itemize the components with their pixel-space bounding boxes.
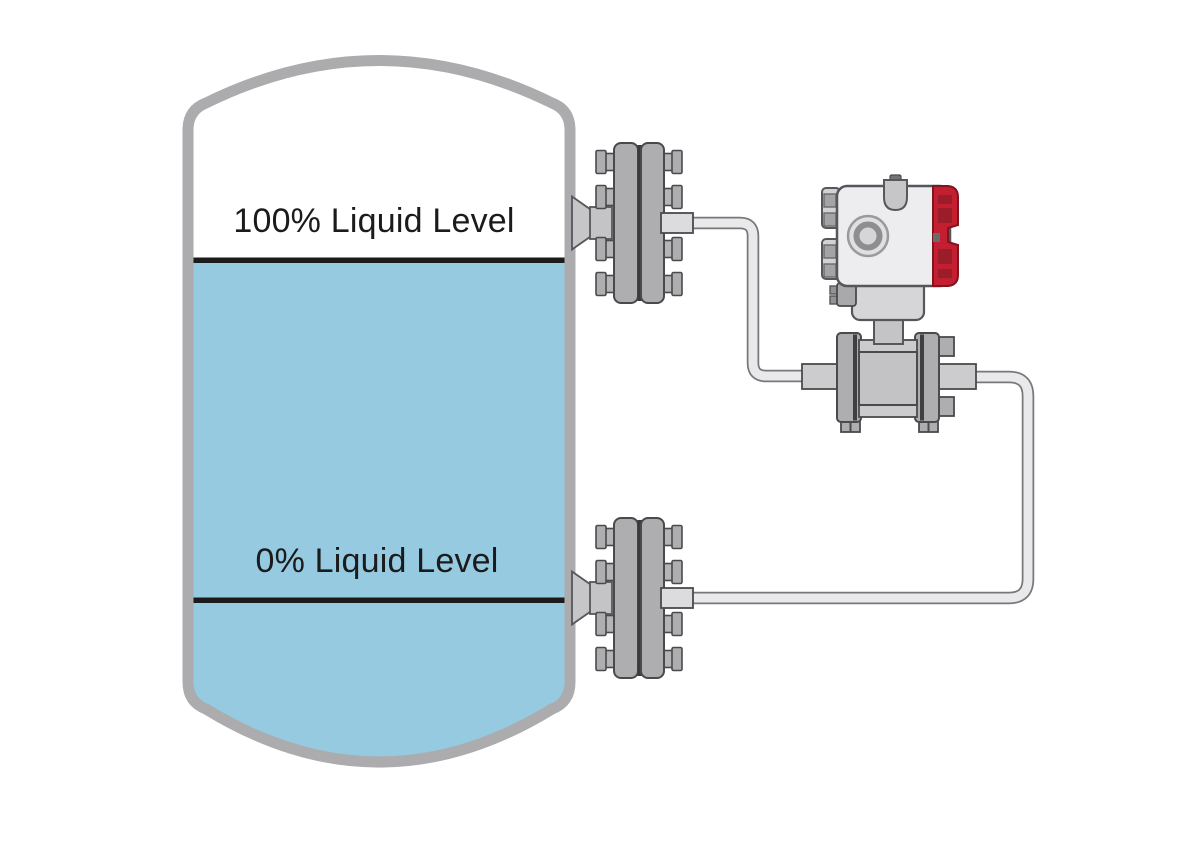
flange-bolt — [662, 524, 683, 550]
label-100-percent: 100% Liquid Level — [233, 202, 514, 240]
terminal-cover-fin — [938, 195, 952, 204]
bottom-flange-assembly — [571, 517, 694, 679]
manifold-flange-left-line — [853, 334, 857, 421]
manifold-body — [858, 351, 918, 406]
terminal-cover-fin — [938, 208, 952, 223]
top-flange-assembly — [571, 142, 694, 304]
pressure-transmitter — [821, 174, 959, 345]
tank-liquid — [188, 260, 570, 762]
nozzle-stub-top — [589, 206, 613, 240]
manifold-port-right — [937, 363, 977, 390]
label-0-percent: 0% Liquid Level — [255, 542, 498, 580]
manifold-flange-left — [836, 332, 862, 423]
flange-outlet-pipe — [660, 212, 694, 234]
flange-bolt — [662, 559, 683, 585]
flange-bolt — [662, 611, 683, 637]
flange-bolt — [595, 271, 616, 297]
tank-nozzle-top — [571, 194, 593, 252]
tube-high-fill — [688, 218, 808, 381]
flange-gasket — [637, 520, 642, 676]
tube-low-fill — [688, 372, 1033, 603]
tube-high-border — [688, 216, 808, 383]
flange-bolt — [662, 271, 683, 297]
flange-bolt — [662, 184, 683, 210]
flange-plate-left — [613, 517, 639, 679]
manifold-flange-right-line — [920, 334, 924, 421]
vent-plug — [883, 179, 908, 212]
terminal-cover-fin — [938, 249, 952, 264]
storage-tank: 100% Liquid Level 0% Liquid Level — [182, 55, 576, 768]
nozzle-stub-bottom — [589, 581, 613, 615]
level-line-0 — [193, 597, 565, 603]
flange-bolt — [595, 184, 616, 210]
flange-gasket — [637, 145, 642, 301]
flange-bolt — [662, 646, 683, 672]
flange-bolt — [595, 611, 616, 637]
connector-tab — [823, 212, 837, 227]
terminal-cover-notch-tab — [933, 233, 940, 242]
flange-bolt — [595, 646, 616, 672]
flange-bolt — [595, 236, 616, 262]
tank-nozzle-bottom — [571, 569, 593, 627]
sight-glass-ring — [853, 221, 883, 251]
manifold-flange-right — [914, 332, 940, 423]
flange-plate-left — [613, 142, 639, 304]
manifold-tab-top — [938, 336, 955, 357]
flange-bolt — [595, 559, 616, 585]
level-line-100 — [193, 257, 565, 263]
connector-tab — [823, 263, 837, 278]
flange-bolt — [662, 236, 683, 262]
manifold-tab-bottom — [938, 396, 955, 417]
manifold-port-left — [801, 363, 839, 390]
valve-manifold — [801, 332, 977, 433]
tank-outline — [182, 55, 576, 768]
flange-bolt — [662, 149, 683, 175]
connector-tab — [823, 193, 837, 208]
flange-outlet-pipe — [660, 587, 694, 609]
terminal-cover-fin — [938, 269, 952, 278]
flange-bolt — [595, 149, 616, 175]
impulse-tube-high — [688, 216, 808, 383]
flange-bolt — [595, 524, 616, 550]
impulse-tube-low — [688, 370, 1035, 605]
connector-tab — [823, 244, 837, 259]
